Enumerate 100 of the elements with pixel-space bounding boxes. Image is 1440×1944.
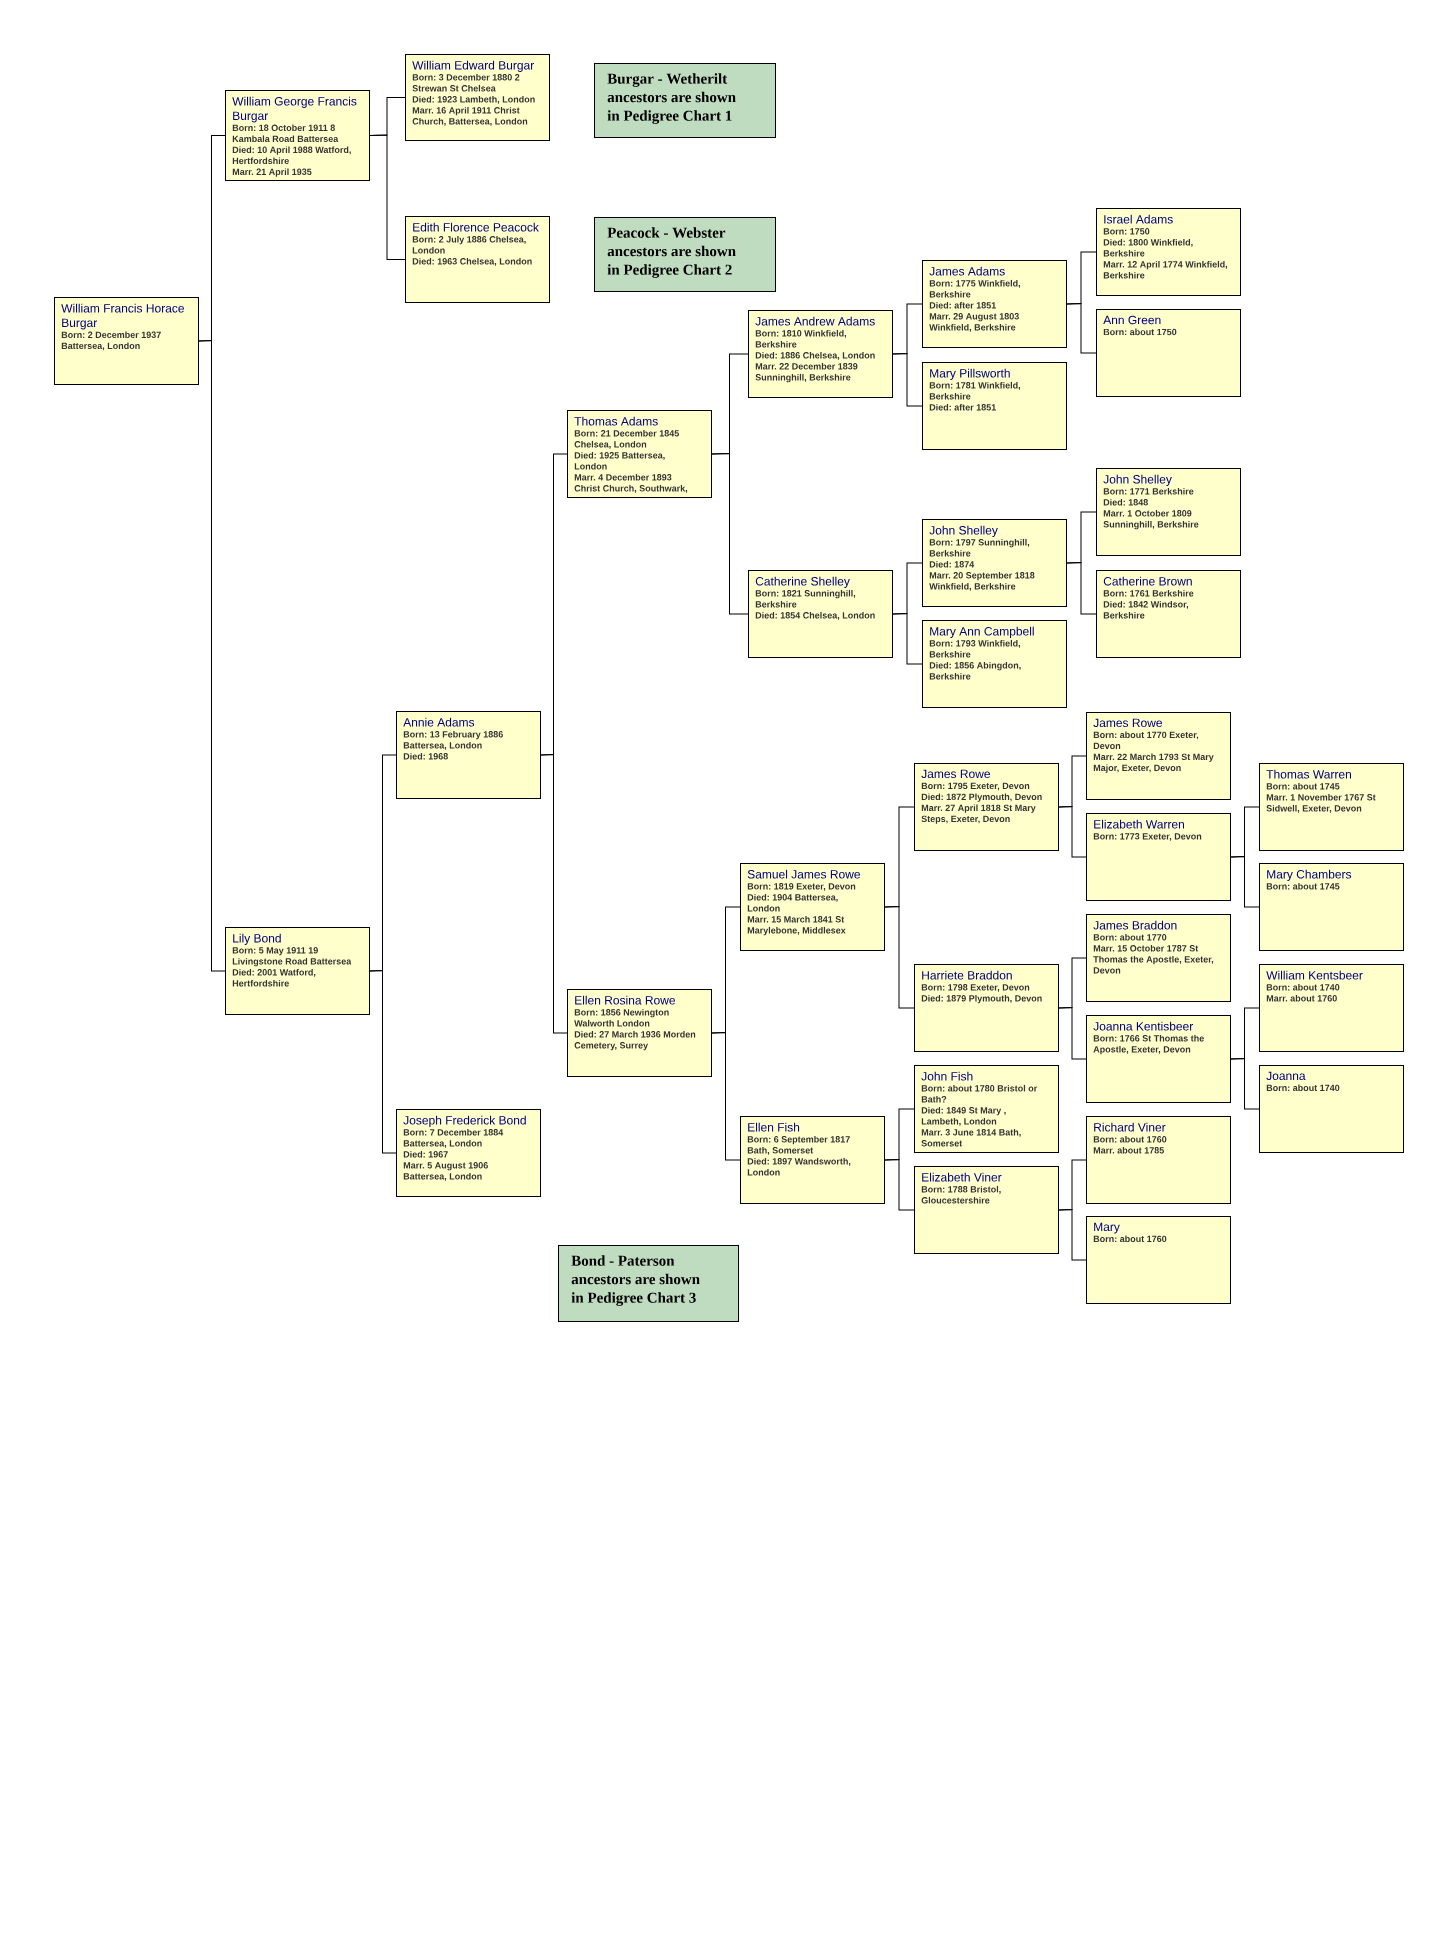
- person-box: [922, 362, 1067, 450]
- person-name: James Adams: [929, 266, 1005, 276]
- person-box: [1086, 1216, 1231, 1304]
- person-name: James Rowe: [1093, 718, 1162, 728]
- life-event: Died: 1874: [929, 560, 975, 568]
- person-name: Ellen Rosina Rowe: [575, 995, 675, 1005]
- life-event: Died: 1897 Wandsworth, London: [747, 1157, 851, 1176]
- person-box: [396, 711, 541, 799]
- life-event: Born: 2 July 1886 Chelsea, London: [412, 235, 526, 254]
- person-box: [914, 964, 1059, 1052]
- note-box: Peacock - Webster ancestors are shown in Pedigree Chart 2: [594, 217, 776, 292]
- life-event: Died: 10 April 1988 Watford, Hertfordshire: [232, 146, 351, 164]
- person-name: Edith Florence Peacock: [413, 222, 539, 232]
- connector-line: [892, 353, 923, 407]
- person-box: [1086, 813, 1231, 901]
- connector-line: [711, 1032, 741, 1161]
- person-name: Mary Pillsworth: [930, 368, 1010, 380]
- connector-line: [711, 453, 749, 615]
- connector-line: [369, 970, 397, 1154]
- life-event: Marr. 1 October 1809 Sunninghill, Berkshire: [1103, 509, 1199, 530]
- person-box: [1096, 309, 1241, 397]
- person-box: [1086, 914, 1231, 1002]
- life-event: Born: 1775 Winkfield, Berkshire: [929, 279, 1021, 298]
- life-event: Born: 21 December 1845 Chelsea, London: [574, 429, 679, 449]
- life-event: Marr. about 1785: [1093, 1146, 1164, 1154]
- person-name: Ellen Fish: [748, 1122, 800, 1132]
- life-event: Died: 1872 Plymouth, Devon: [921, 793, 1042, 802]
- person-box: [1096, 208, 1241, 296]
- life-event: Died: 1923 Lambeth, London: [412, 95, 535, 104]
- person-box: [914, 1065, 1059, 1153]
- person-box: [225, 90, 370, 181]
- person-box: [396, 1109, 541, 1197]
- life-event: Born: about 1760: [1093, 1135, 1167, 1143]
- life-event: Died: 1886 Chelsea, London: [755, 351, 875, 360]
- person-name: John Shelley: [1103, 474, 1172, 486]
- life-event: Marr. 4 December 1893 Christ Church, Southwark,: [574, 473, 688, 493]
- life-event: Born: about 1745: [1266, 882, 1340, 890]
- person-name: William Edward Burgar: [412, 60, 534, 72]
- life-event: Marr. 29 August 1803 Winkfield, Berkshire: [929, 313, 1019, 332]
- life-event: Died: after 1851: [929, 403, 996, 411]
- person-box: [1259, 763, 1404, 851]
- person-name: Mary Ann Campbell: [930, 626, 1034, 638]
- life-event: Born: 1788 Bristol, Gloucestershire: [921, 1185, 1001, 1204]
- person-name: Elizabeth Warren: [1094, 819, 1184, 829]
- person-name: Catherine Shelley: [755, 576, 850, 588]
- person-box: [740, 863, 885, 951]
- life-event: Marr. 20 September 1818 Winkfield, Berkshire: [929, 571, 1035, 591]
- person-box: [748, 570, 893, 658]
- person-name: Ann Green: [1103, 315, 1161, 325]
- connector-line: [369, 134, 406, 260]
- connector-line: [892, 613, 923, 665]
- life-event: Born: 1797 Sunninghill, Berkshire: [929, 538, 1030, 557]
- life-event: Born: about 1740: [1266, 1084, 1340, 1092]
- life-event: Born: about 1750: [1103, 328, 1177, 336]
- life-event: Born: 6 September 1817 Bath, Somerset: [747, 1135, 850, 1155]
- person-name: Elizabeth Viner: [922, 1172, 1002, 1182]
- person-box: [567, 989, 712, 1077]
- life-event: Born: about 1760: [1093, 1235, 1167, 1243]
- person-box: [405, 216, 550, 303]
- connector-line: [1066, 303, 1097, 354]
- person-name: Samuel James Rowe: [747, 869, 860, 879]
- person-name: Joanna Kentisbeer: [1093, 1021, 1194, 1031]
- life-event: Born: 18 October 1911 8 Kambala Road Battersea: [232, 124, 339, 142]
- connector-line: [1230, 856, 1260, 908]
- life-event: Died: 1842 Windsor, Berkshire: [1103, 600, 1189, 619]
- person-box: [1086, 1015, 1231, 1103]
- connector-line: [1066, 562, 1097, 615]
- life-event: Marr. about 1760: [1266, 994, 1337, 1002]
- life-event: Died: 1854 Chelsea, London: [755, 611, 875, 620]
- person-name: Thomas Adams: [574, 416, 658, 426]
- life-event: Died: 1967: [403, 1150, 448, 1158]
- life-event: Born: 1795 Exeter, Devon: [921, 782, 1030, 791]
- life-event: Died: 2001 Watford, Hertfordshire: [232, 968, 316, 987]
- person-box: [1086, 712, 1231, 800]
- person-box: [1259, 964, 1404, 1052]
- person-box: [1086, 1116, 1231, 1204]
- life-event: Died: 1925 Battersea, London: [574, 451, 665, 470]
- person-box: [405, 54, 550, 141]
- life-event: Born: 1771 Berkshire: [1103, 487, 1194, 495]
- life-event: Died: after 1851: [929, 301, 996, 309]
- connector-line: [1058, 1209, 1087, 1261]
- person-box: [54, 297, 199, 385]
- life-event: Marr. 15 October 1787 St Thomas the Apostle, Exeter, Devon: [1093, 944, 1214, 974]
- life-event: Born: 1821 Sunninghill, Berkshire: [755, 589, 856, 608]
- life-event: Marr. 27 April 1818 St Mary Steps, Exeter, Devon: [921, 804, 1036, 824]
- life-event: Marr. 22 March 1793 St Mary Major, Exeter, Devon: [1093, 753, 1214, 773]
- life-event: Died: 1856 Abingdon, Berkshire: [929, 661, 1021, 680]
- person-name: William George Francis Burgar: [232, 96, 357, 123]
- connector-line: [884, 906, 915, 1009]
- life-event: Died: 1848: [1103, 498, 1148, 506]
- connector-line: [540, 754, 568, 1034]
- life-event: Born: 1761 Berkshire: [1103, 589, 1194, 597]
- life-event: Marr. 16 April 1911 Christ Church, Battersea, London: [412, 106, 528, 126]
- life-event: Born: 1798 Exeter, Devon: [921, 984, 1030, 992]
- life-event: Died: 1800 Winkfield, Berkshire: [1103, 238, 1193, 257]
- life-event: Died: 1849 St Mary , Lambeth, London: [921, 1106, 1006, 1126]
- person-name: Thomas Warren: [1266, 769, 1351, 779]
- person-name: Israel Adams: [1104, 214, 1173, 224]
- person-name: Joseph Frederick Bond: [403, 1115, 526, 1127]
- person-name: William Francis Horace Burgar: [61, 303, 184, 330]
